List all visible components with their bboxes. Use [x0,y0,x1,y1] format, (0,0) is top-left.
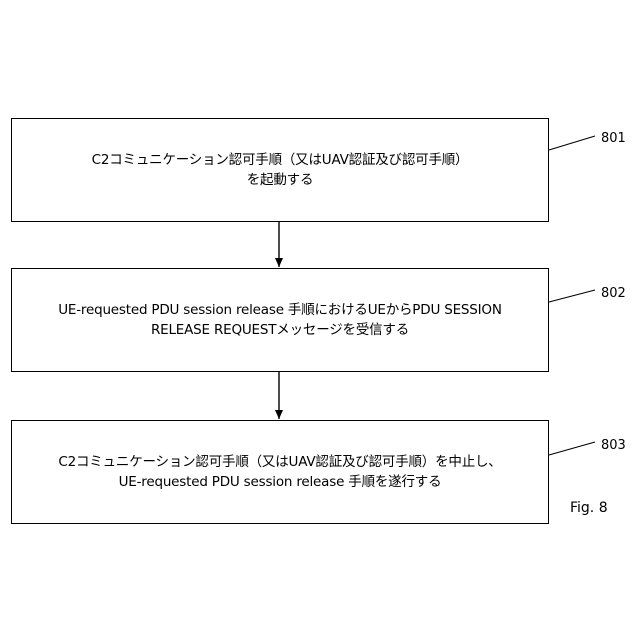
step-box-802: UE-requested PDU session release 手順におけるU… [11,268,549,372]
step-number-803: 803 [601,438,626,454]
step-number-801: 801 [601,131,626,147]
step-802-line-2: RELEASE REQUESTメッセージを受信する [151,320,409,340]
leader-line-801 [549,136,595,150]
step-box-803: C2コミュニケーション認可手順（又はUAV認証及び認可手順）を中止し、 UE-r… [11,420,549,524]
leader-line-803 [549,442,595,455]
figure-label: Fig. 8 [570,499,608,517]
leader-line-802 [549,290,595,302]
step-803-line-2: UE-requested PDU session release 手順を遂行する [119,472,442,492]
step-803-line-1: C2コミュニケーション認可手順（又はUAV認証及び認可手順）を中止し、 [58,452,501,472]
step-801-line-1: C2コミュニケーション認可手順（又はUAV認証及び認可手順） [92,150,469,170]
step-box-801: C2コミュニケーション認可手順（又はUAV認証及び認可手順） を起動する [11,118,549,222]
step-801-line-2: を起動する [247,170,314,190]
step-802-line-1: UE-requested PDU session release 手順におけるU… [58,300,502,320]
step-number-802: 802 [601,286,626,302]
